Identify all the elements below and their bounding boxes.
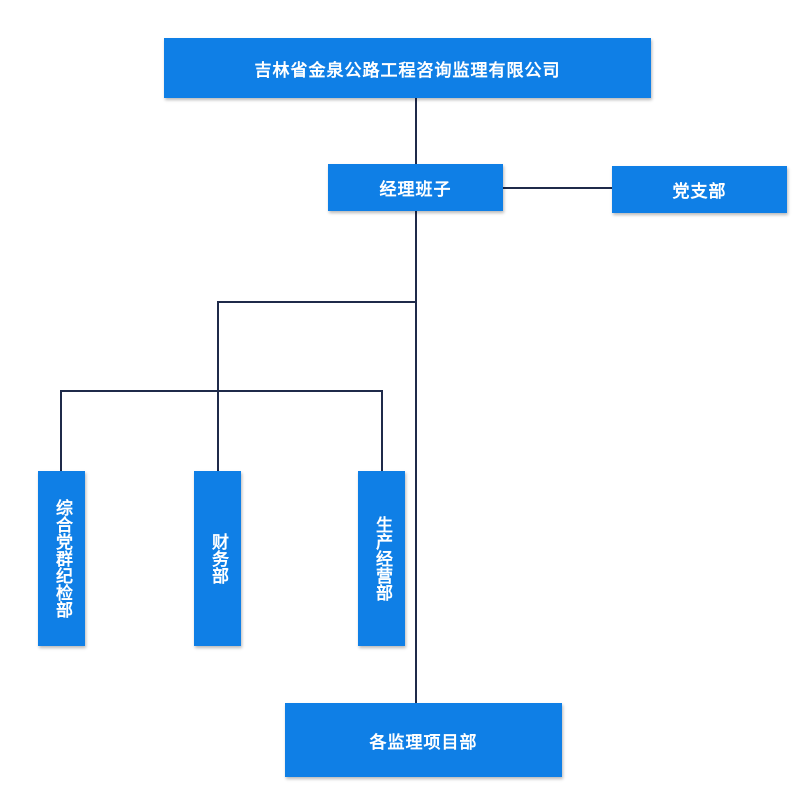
general-dept-label: 综合党群纪检部: [52, 499, 72, 618]
project-depts-node: 各监理项目部: [285, 703, 562, 777]
party-branch-label: 党支部: [672, 182, 727, 202]
management-node: 经理班子: [328, 164, 503, 211]
company-node: 吉林省金泉公路工程咨询监理有限公司: [164, 38, 651, 98]
connector-to-general-dept: [60, 390, 62, 472]
general-dept-node: 综合党群纪检部: [38, 471, 85, 646]
connector-branch-vertical-middle: [217, 301, 219, 472]
connector-to-production-dept: [381, 390, 383, 472]
finance-dept-label: 财务部: [208, 533, 228, 584]
party-branch-node: 党支部: [612, 166, 787, 213]
company-label: 吉林省金泉公路工程咨询监理有限公司: [254, 60, 561, 81]
connector-branch-horizontal-upper: [217, 301, 417, 303]
connector-main-trunk: [415, 210, 417, 704]
production-dept-node: 生产经营部: [358, 471, 405, 646]
connector-company-to-management: [415, 97, 417, 164]
connector-branch-horizontal-lower: [60, 390, 383, 392]
connector-management-to-party-branch: [502, 187, 613, 189]
production-dept-label: 生产经营部: [372, 516, 392, 601]
finance-dept-node: 财务部: [194, 471, 241, 646]
management-label: 经理班子: [379, 180, 452, 200]
project-depts-label: 各监理项目部: [369, 732, 478, 753]
